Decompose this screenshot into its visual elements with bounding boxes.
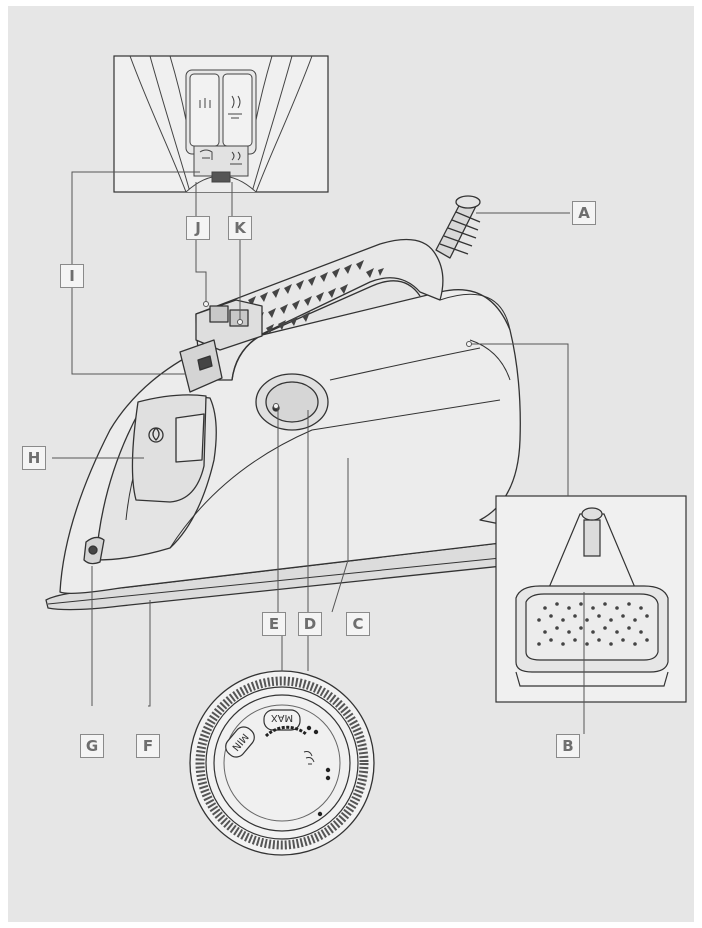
buttons-closeup-inset (113, 55, 329, 193)
callout-J: J (186, 216, 210, 240)
dial-max-text: MAX (271, 712, 293, 723)
callout-A: A (572, 201, 596, 225)
callout-G: G (80, 734, 104, 758)
temperature-dial-detail: MIN MAX (189, 670, 375, 856)
steam-iron (45, 195, 589, 611)
callout-E: E (262, 612, 286, 636)
soleplate-holes (537, 602, 649, 646)
callout-I: I (60, 264, 84, 288)
callout-D: D (298, 612, 322, 636)
leader-lines (52, 171, 585, 734)
callout-B: B (556, 734, 580, 758)
callout-C: C (346, 612, 370, 636)
callout-F: F (136, 734, 160, 758)
callout-K: K (228, 216, 252, 240)
callout-H: H (22, 446, 46, 470)
soleplate-inset (495, 495, 687, 703)
